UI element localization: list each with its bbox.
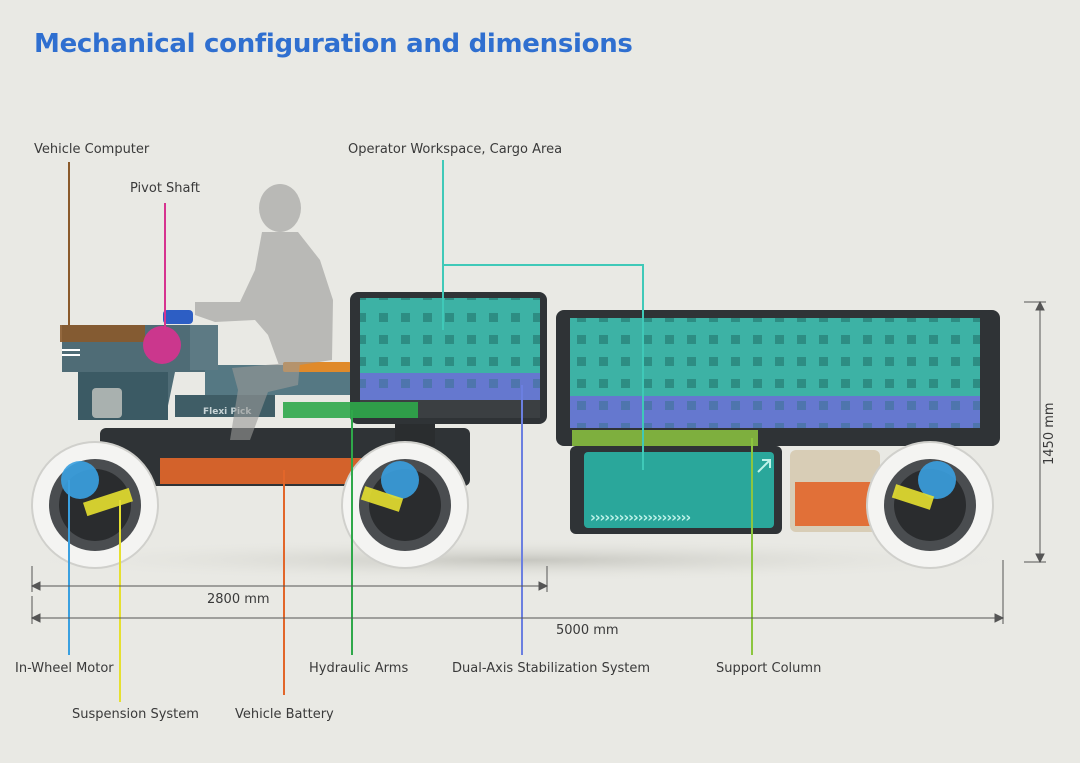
label-suspension-system: Suspension System bbox=[72, 707, 199, 722]
wheel-front bbox=[31, 441, 159, 569]
vehicle-badge: Flexi Pick bbox=[203, 407, 252, 417]
suspension-highlight-front bbox=[83, 487, 133, 517]
wheel-rear bbox=[866, 441, 994, 569]
label-operator-workspace: Operator Workspace, Cargo Area bbox=[348, 142, 562, 157]
dimension-height-label: 1450 mm bbox=[1042, 402, 1057, 465]
svg-text:›››››››››››››››››››››: ››››››››››››››››››››› bbox=[590, 510, 690, 526]
middle-cargo-module bbox=[350, 292, 547, 446]
label-hydraulic-arms: Hydraulic Arms bbox=[309, 661, 408, 676]
dimension-height bbox=[1024, 300, 1046, 564]
in-wheel-motor-highlight bbox=[61, 461, 99, 499]
label-support-column: Support Column bbox=[716, 661, 821, 676]
vehicle-computer-highlight bbox=[60, 325, 145, 342]
steering-column bbox=[190, 325, 218, 370]
label-in-wheel-motor: In-Wheel Motor bbox=[15, 661, 114, 676]
wheel-middle bbox=[341, 441, 469, 569]
label-vehicle-battery: Vehicle Battery bbox=[235, 707, 334, 722]
rear-trailer: ››››››››››››››››››››› bbox=[556, 310, 1000, 534]
label-dual-axis: Dual-Axis Stabilization System bbox=[452, 661, 650, 676]
dimension-length-label: 5000 mm bbox=[556, 623, 619, 638]
tractor-front-panel bbox=[78, 372, 168, 420]
page-title: Mechanical configuration and dimensions bbox=[34, 29, 633, 59]
label-vehicle-computer: Vehicle Computer bbox=[34, 142, 150, 157]
dimension-length bbox=[30, 560, 1005, 624]
ground-shadow bbox=[0, 538, 1040, 582]
operator-silhouette bbox=[195, 184, 333, 440]
dimension-wheelbase-label: 2800 mm bbox=[207, 592, 270, 607]
leader-operator-workspace bbox=[442, 160, 644, 470]
dimension-wheelbase bbox=[30, 566, 549, 592]
label-pivot-shaft: Pivot Shaft bbox=[130, 181, 200, 196]
pivot-shaft-highlight bbox=[143, 326, 181, 364]
hydraulic-arms-highlight bbox=[283, 402, 418, 418]
support-column-highlight bbox=[572, 430, 758, 446]
